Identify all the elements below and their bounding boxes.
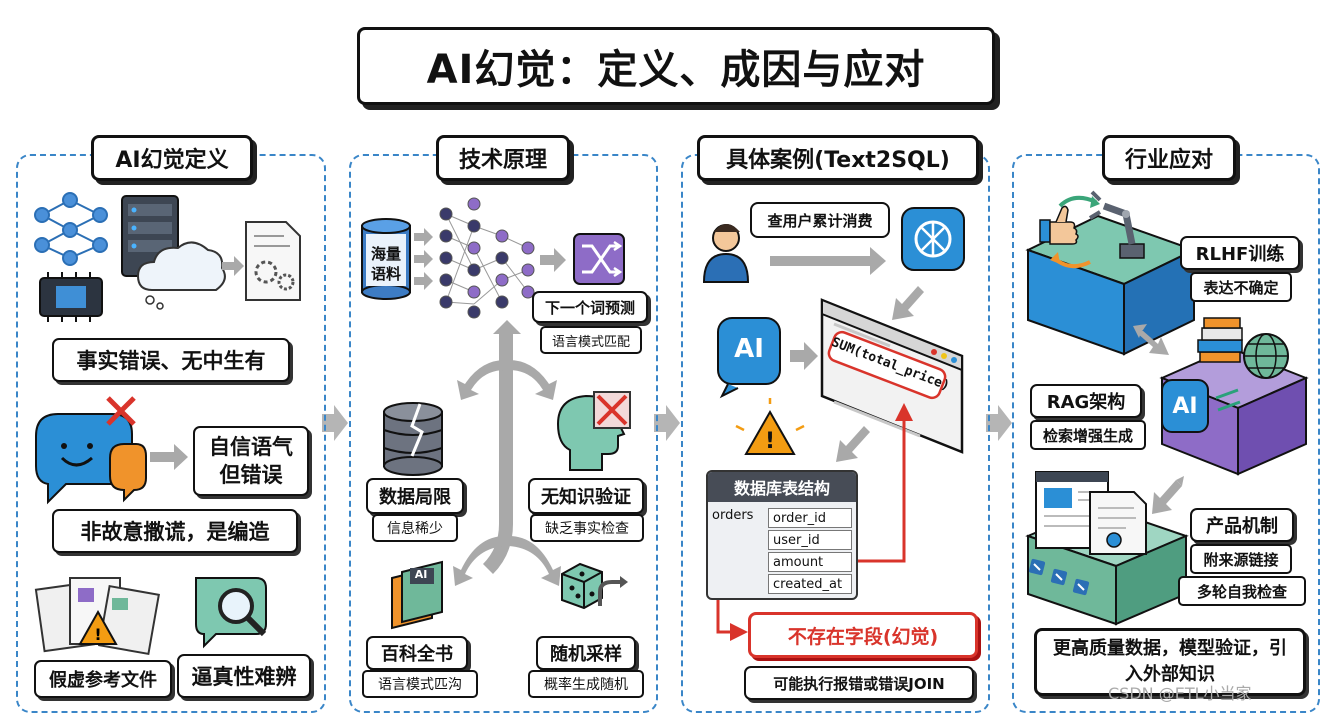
cracked-database-icon: [383, 402, 443, 476]
panel-arrows: [322, 405, 1012, 441]
rlhf-sub-label: 表达不确定: [1190, 272, 1292, 302]
definition-header: AI幻觉定义: [91, 135, 253, 181]
result-label: 可能执行报错或错误JOIN: [744, 666, 974, 700]
globe-icon: [1243, 333, 1289, 379]
fact-error-label: 事实错误、无中生有: [52, 338, 290, 382]
encyclopedia-label: 百科全书: [366, 636, 468, 670]
random-sampling-label: 随机采样: [536, 636, 636, 670]
fabrication-label: 非故意撒谎，是编造: [52, 509, 298, 553]
branch-arrows: [453, 320, 561, 586]
thumbs-up-icon: [1039, 205, 1079, 245]
page-title: AI幻觉：定义、成因与应对: [357, 27, 995, 105]
lack-fact-check-label: 缺乏事实检查: [530, 514, 644, 542]
svg-text:!: !: [765, 429, 775, 454]
data-limit-label: 数据局限: [366, 478, 464, 514]
pattern-match-label: 语言模式匹配: [540, 326, 642, 354]
rag-label: RAG架构: [1030, 384, 1142, 418]
info-scarce-label: 信息稀少: [372, 514, 458, 542]
user-icon: [702, 224, 750, 283]
chip-icon: [39, 272, 103, 322]
rag-sub-label: 检索增强生成: [1030, 420, 1146, 450]
web-page-icon: [1025, 471, 1189, 626]
dice-icon: [561, 562, 628, 610]
product-sub1-label: 附来源链接: [1190, 544, 1292, 574]
schema-table: 数据库表结构 orders order_id user_id amount cr…: [706, 470, 858, 600]
response-header: 行业应对: [1102, 135, 1236, 181]
case-header: 具体案例(Text2SQL): [697, 135, 979, 181]
link-icon: [1028, 558, 1090, 596]
certificate-icon: [1089, 491, 1147, 555]
warning-icon: !: [735, 398, 805, 455]
panel-principle: [349, 154, 658, 713]
better-data-label: 更高质量数据，模型验证，引入外部知识: [1034, 628, 1306, 696]
ai-badge: AI: [734, 334, 764, 364]
principle-header: 技术原理: [436, 135, 570, 181]
query-bubble: 查用户累计消费: [750, 202, 890, 238]
fake-refs-label: 假虚参考文件: [34, 660, 172, 698]
next-token-label: 下一个词预测: [532, 291, 648, 323]
product-sub2-label: 多轮自我检查: [1178, 576, 1306, 606]
chat-bubble-icon: [35, 396, 147, 505]
no-verification-label: 无知识验证: [528, 478, 644, 514]
openai-icon: [901, 207, 965, 271]
neural-network-icon: [439, 197, 535, 319]
response-ai-badge: AI: [1172, 394, 1198, 419]
head-cross-icon: [556, 391, 631, 471]
shuffle-icon: [573, 233, 625, 285]
schema-title: 数据库表结构: [708, 472, 856, 502]
magnifier-icon: [195, 577, 267, 649]
document-gear-icon: [245, 221, 301, 301]
not-exist-label: 不存在字段(幻觉): [748, 612, 978, 658]
prob-random-label: 概率生成随机: [528, 670, 644, 698]
svg-text:!: !: [94, 625, 101, 644]
rlhf-label: RLHF训练: [1180, 236, 1300, 270]
column-amount: amount: [768, 552, 852, 572]
watermark: CSDN @ETL小当家: [1108, 684, 1252, 703]
hard-to-tell-label: 逼真性难辨: [177, 654, 311, 698]
database-icon: [361, 218, 411, 300]
column-created-at: created_at: [768, 574, 852, 594]
fake-documents-icon: !: [34, 577, 160, 656]
table-name: orders: [712, 508, 754, 523]
product-label: 产品机制: [1190, 508, 1294, 542]
sql-window-icon: [820, 298, 964, 454]
column-order-id: order_id: [768, 508, 852, 528]
column-user-id: user_id: [768, 530, 852, 550]
ai-icon: [1161, 379, 1241, 433]
neural-network-icon: [34, 192, 108, 266]
confident-wrong-label: 自信语气 但错误: [193, 426, 309, 496]
book-ai-text: AI: [414, 568, 428, 581]
pattern-collage-label: 语言模式匹沟: [362, 670, 478, 698]
encyclopedia-icon: [391, 560, 443, 630]
corpus-label: 海量 语料: [370, 245, 401, 283]
ai-icon: [717, 317, 781, 399]
